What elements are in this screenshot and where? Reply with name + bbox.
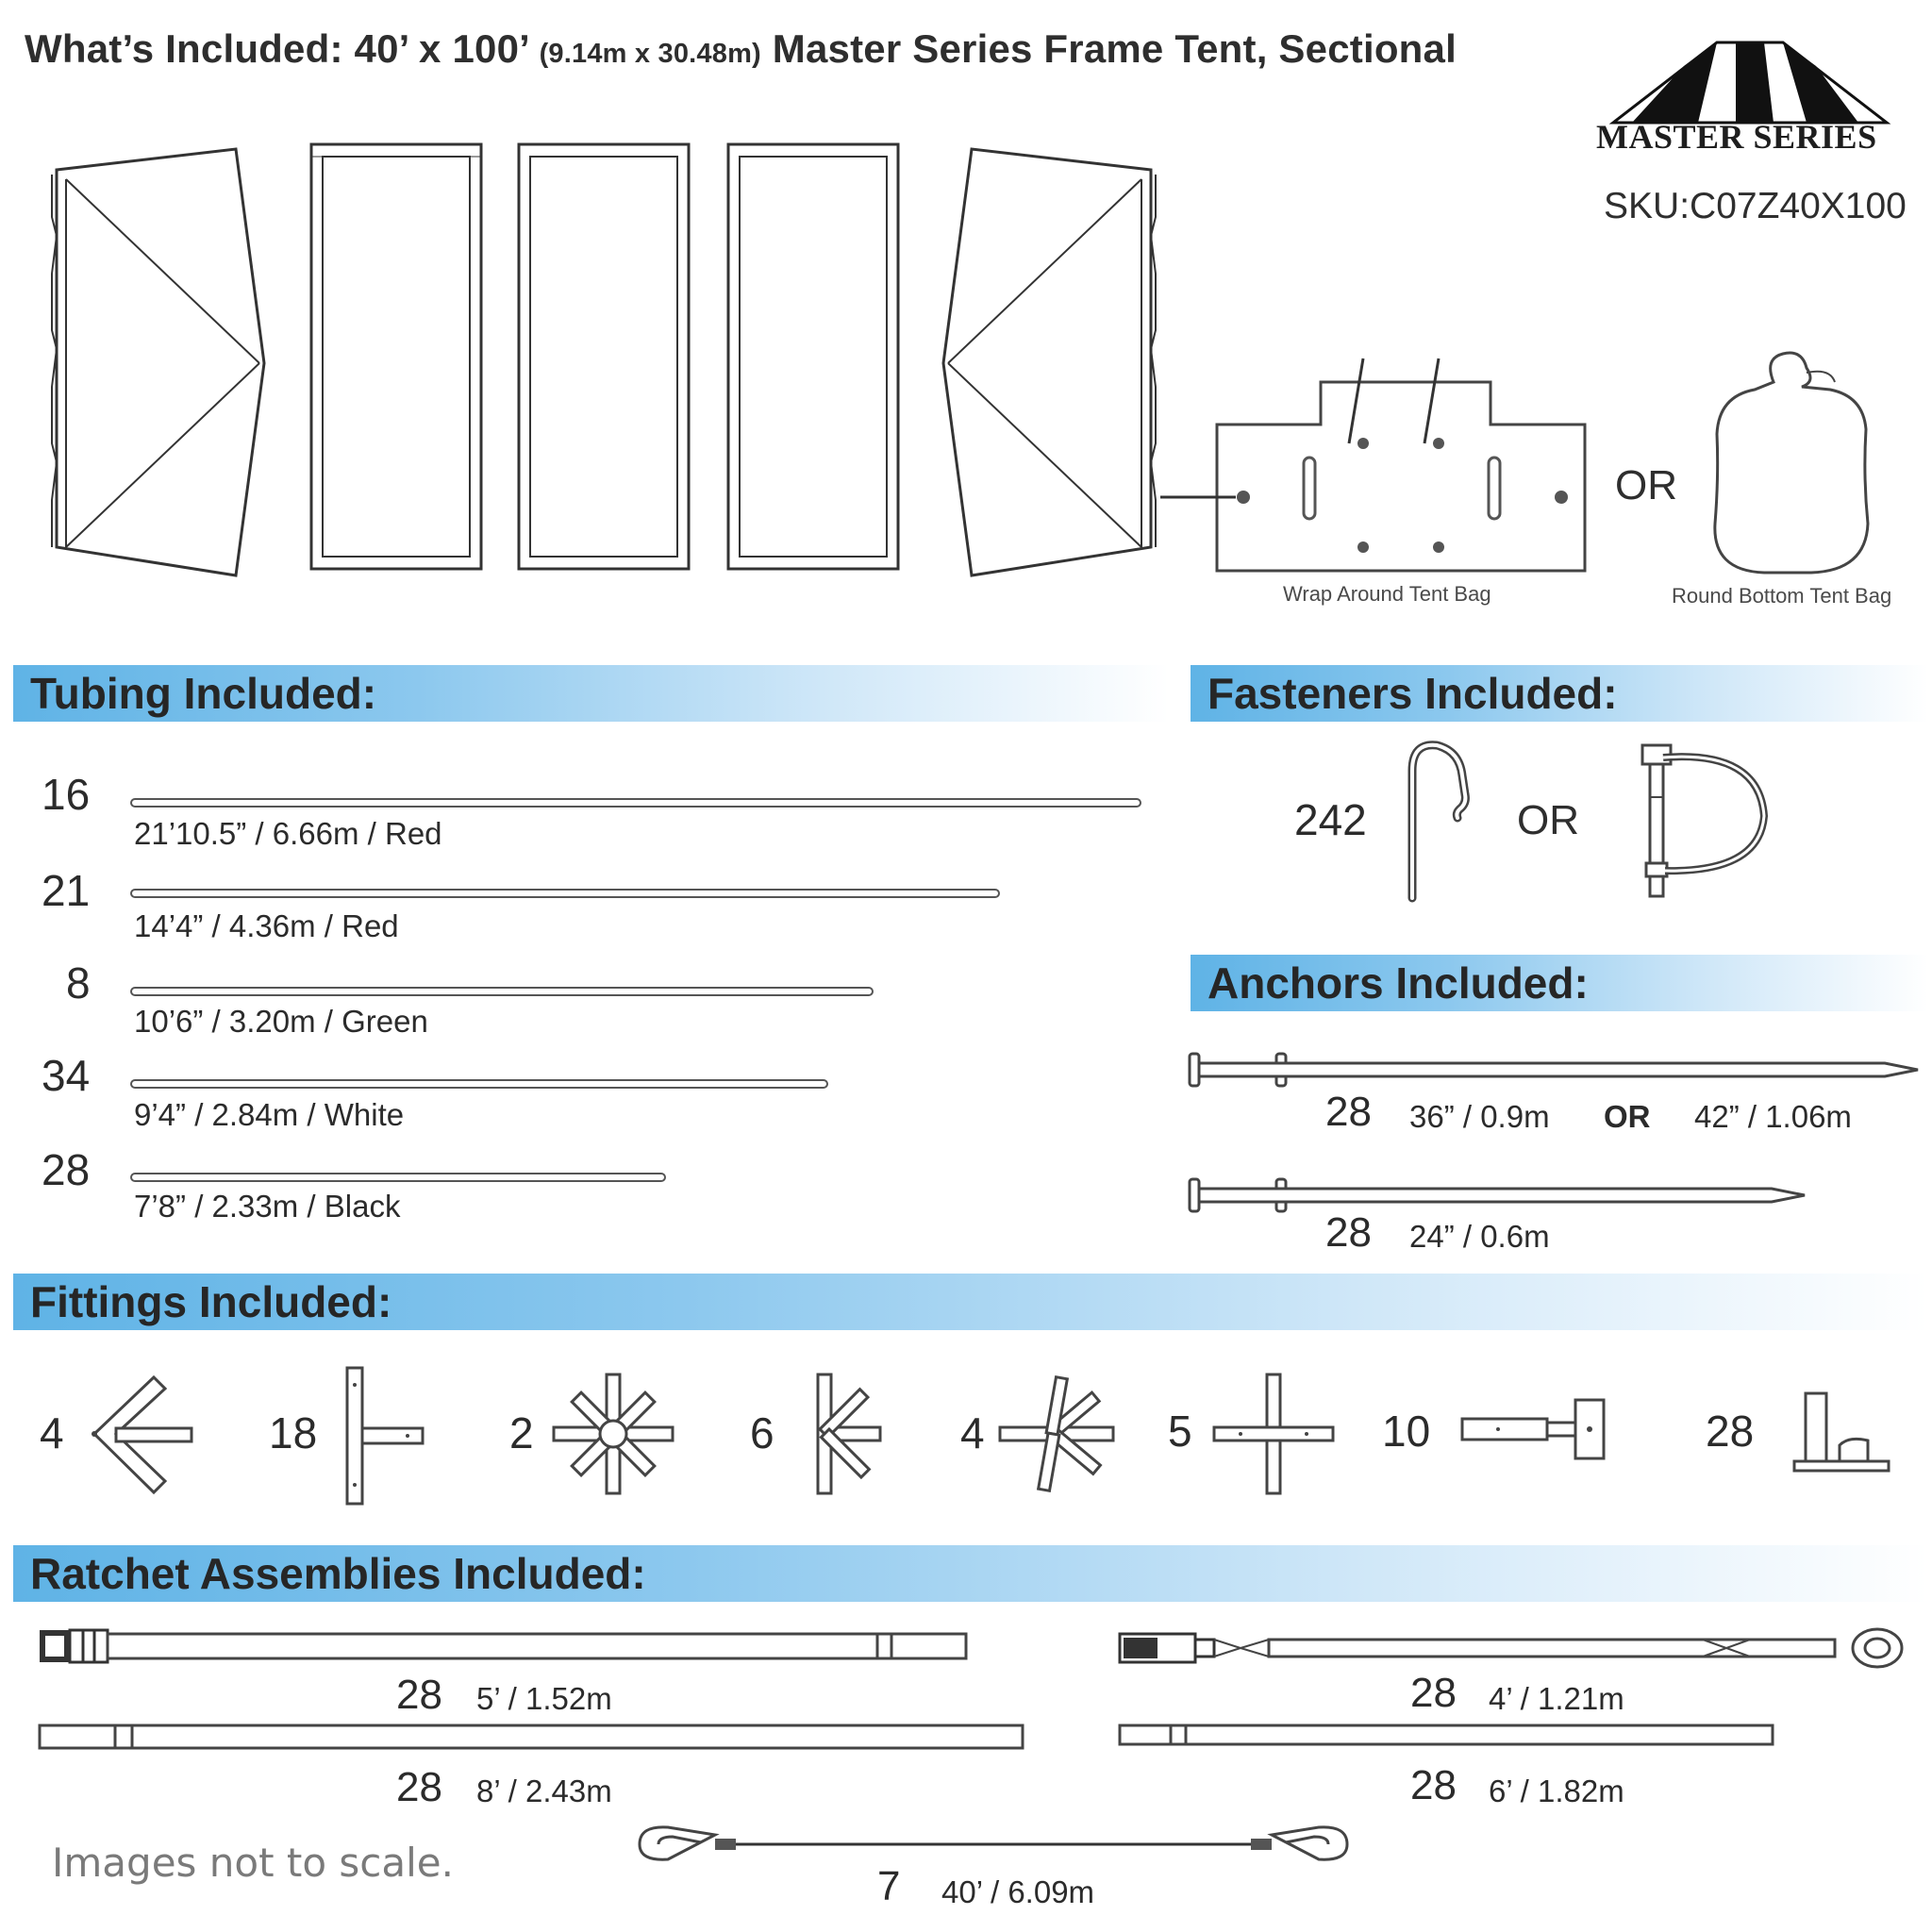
ratchet-strap-5ft-icon: [40, 1628, 968, 1664]
fitting-qty: 4: [960, 1408, 985, 1457]
tubing-spec: 9’4” / 2.84m / White: [134, 1097, 405, 1132]
fitting-qty: 6: [750, 1408, 774, 1457]
fastener-or-label: OR: [1517, 797, 1579, 843]
anchor-spec-alt: 42” / 1.06m: [1694, 1099, 1852, 1134]
hook-pin-icon: [1407, 741, 1470, 903]
not-to-scale-note: Images not to scale.: [52, 1840, 454, 1886]
ratchet-strap-4ft-icon: [1118, 1627, 1904, 1669]
ratchet-strap-8ft-icon: [38, 1724, 1024, 1750]
fitting-qty: 5: [1168, 1407, 1192, 1456]
tube-bar: [130, 987, 874, 996]
anchor-qty: 28: [1325, 1209, 1372, 1256]
round-bag-label: Round Bottom Tent Bag: [1672, 584, 1892, 608]
anchor-stake-long-icon: [1188, 1052, 1919, 1088]
round-bottom-tent-bag-icon: [1713, 351, 1870, 575]
fittings-heading: Fittings Included:: [13, 1274, 1928, 1330]
sku-label: SKU:C07Z40X100: [1604, 186, 1907, 226]
tubing-spec: 21’10.5” / 6.66m / Red: [134, 816, 442, 851]
fitting-qty: 4: [40, 1408, 64, 1457]
tubing-qty: 8: [66, 958, 91, 1008]
tube-bar: [130, 1173, 666, 1182]
five-way-fitting-icon: [816, 1373, 882, 1495]
fitting-qty: 10: [1382, 1407, 1431, 1456]
cable-with-snap-hooks-icon: [638, 1825, 1349, 1861]
anchors-heading: Anchors Included:: [1191, 955, 1928, 1011]
tubing-spec: 10’6” / 3.20m / Green: [134, 1004, 428, 1039]
ratchet-qty: 28: [396, 1672, 442, 1718]
anchor-spec: 36” / 0.9m: [1409, 1099, 1550, 1134]
ratchet-spec: 40’ / 6.09m: [941, 1874, 1095, 1909]
angle-fitting-icon: [92, 1374, 193, 1495]
cross-fitting-icon: [1212, 1373, 1335, 1495]
ratchet-spec: 6’ / 1.82m: [1489, 1774, 1624, 1808]
tubing-spec: 7’8” / 2.33m / Black: [134, 1189, 401, 1224]
tubing-heading: Tubing Included:: [13, 665, 1169, 722]
ratchet-qty: 28: [1410, 1762, 1457, 1808]
base-plate-icon: [1792, 1391, 1890, 1473]
tubing-qty: 16: [42, 770, 91, 819]
ratchet-qty: 7: [877, 1863, 901, 1909]
ratchets-heading: Ratchet Assemblies Included:: [13, 1545, 1928, 1602]
ratchet-strap-6ft-icon: [1118, 1724, 1774, 1746]
tubing-spec: 14’4” / 4.36m / Red: [134, 908, 399, 943]
tee-fitting-icon: [345, 1366, 425, 1506]
ratchet-qty: 28: [396, 1764, 442, 1810]
tubing-qty: 28: [42, 1145, 91, 1194]
title-metric: (9.14m x 30.48m): [539, 39, 761, 69]
fasteners-heading: Fasteners Included:: [1191, 665, 1928, 722]
ratchet-qty: 28: [1410, 1670, 1457, 1716]
tube-bar: [130, 798, 1141, 808]
tent-end-panel-left: [51, 147, 266, 577]
anchor-stake-short-icon: [1188, 1177, 1806, 1213]
logo-text: MASTER SERIES: [1596, 118, 1877, 156]
tube-bar: [130, 1079, 828, 1089]
ratchet-spec: 8’ / 2.43m: [476, 1774, 612, 1808]
tube-bar: [130, 889, 1000, 898]
anchor-or-label: OR: [1604, 1099, 1651, 1134]
anchor-qty: 28: [1325, 1089, 1372, 1135]
tubing-qty: 21: [42, 866, 91, 915]
fitting-qty: 18: [269, 1408, 318, 1457]
fastener-qty: 242: [1294, 795, 1367, 844]
tent-end-panel-right: [941, 147, 1157, 577]
tent-mid-panel-2: [517, 142, 691, 571]
wrap-around-tent-bag-icon: [1160, 358, 1587, 573]
ratchet-spec: 5’ / 1.52m: [476, 1681, 612, 1716]
title-rest: Master Series Frame Tent, Sectional: [772, 26, 1457, 71]
tent-mid-panel-3: [726, 142, 900, 571]
six-way-fitting-icon: [552, 1373, 675, 1495]
fitting-qty: 28: [1706, 1407, 1755, 1456]
anchor-spec: 24” / 0.6m: [1409, 1219, 1550, 1254]
master-series-logo-icon: [1608, 41, 1891, 125]
wrap-bag-label: Wrap Around Tent Bag: [1283, 582, 1491, 606]
lynch-pin-icon: [1641, 743, 1769, 898]
ratchet-spec: 4’ / 1.21m: [1489, 1681, 1624, 1716]
fitting-qty: 2: [509, 1408, 534, 1457]
title-main: What’s Included: 40’ x 100’: [25, 26, 528, 71]
page-title: What’s Included: 40’ x 100’ (9.14m x 30.…: [25, 26, 1457, 72]
tubing-qty: 34: [42, 1051, 91, 1100]
angled-multi-fitting-icon: [998, 1374, 1115, 1493]
bag-or-label: OR: [1615, 462, 1677, 508]
tent-mid-panel-1: [309, 142, 483, 571]
end-plate-fitting-icon: [1460, 1398, 1606, 1460]
